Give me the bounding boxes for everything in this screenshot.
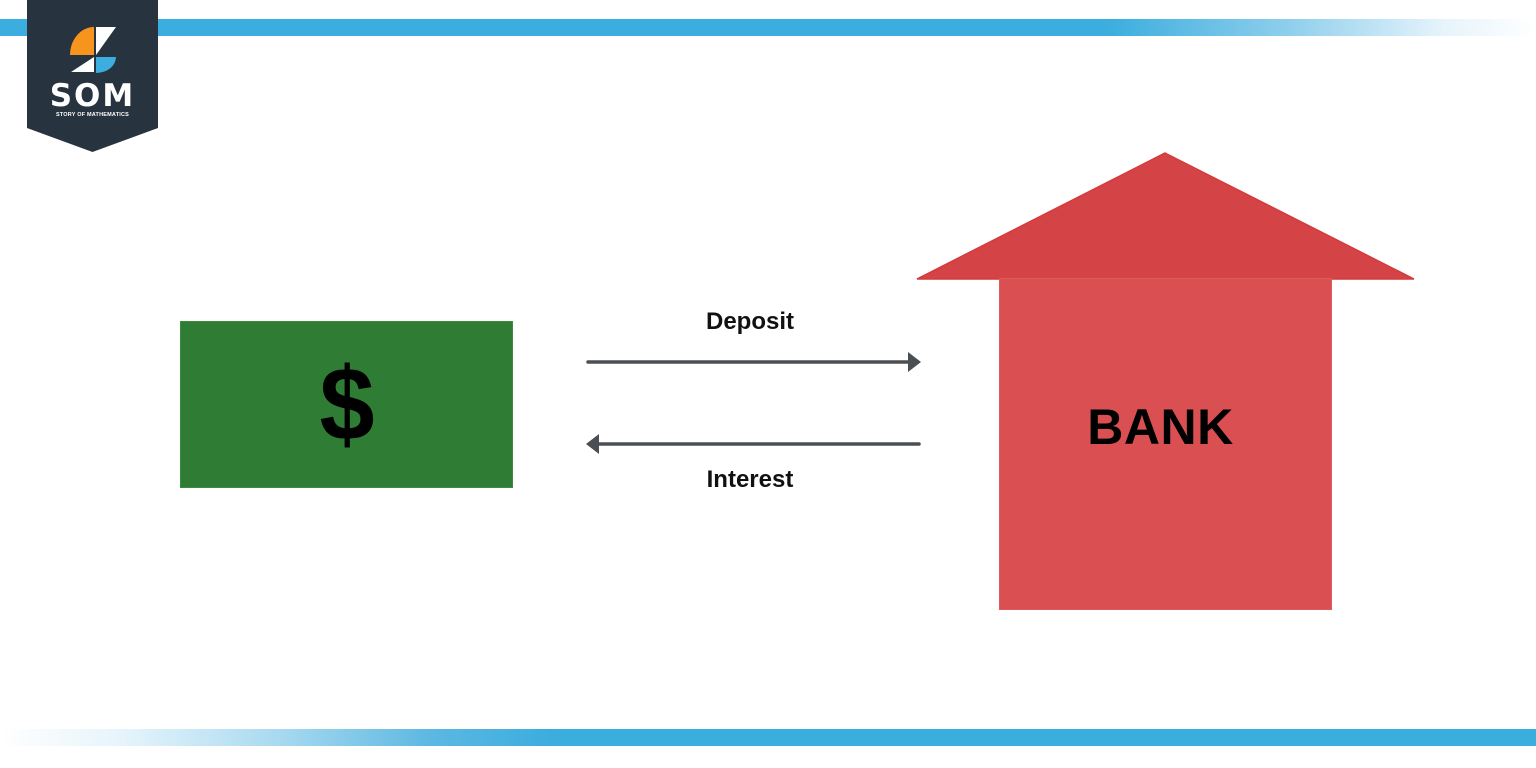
deposit-arrow-icon	[586, 352, 921, 372]
dollar-icon: $	[319, 346, 374, 463]
top-accent-bar	[0, 19, 1536, 36]
logo-subtitle: STORY OF MATHEMATICS	[55, 112, 130, 118]
interest-arrow-icon	[586, 434, 921, 454]
interest-label: Interest	[706, 466, 794, 493]
som-logo: SOM STORY OF MATHEMATICS	[27, 0, 158, 152]
bank-building: BANK	[999, 278, 1332, 610]
deposit-label: Deposit	[705, 308, 794, 335]
bottom-accent-bar	[0, 729, 1536, 746]
money-box: $	[180, 321, 513, 488]
logo-badge-icon	[27, 0, 158, 152]
bank-roof-icon	[916, 152, 1415, 280]
bank-label: BANK	[1087, 399, 1234, 455]
logo-text: SOM	[49, 78, 136, 114]
